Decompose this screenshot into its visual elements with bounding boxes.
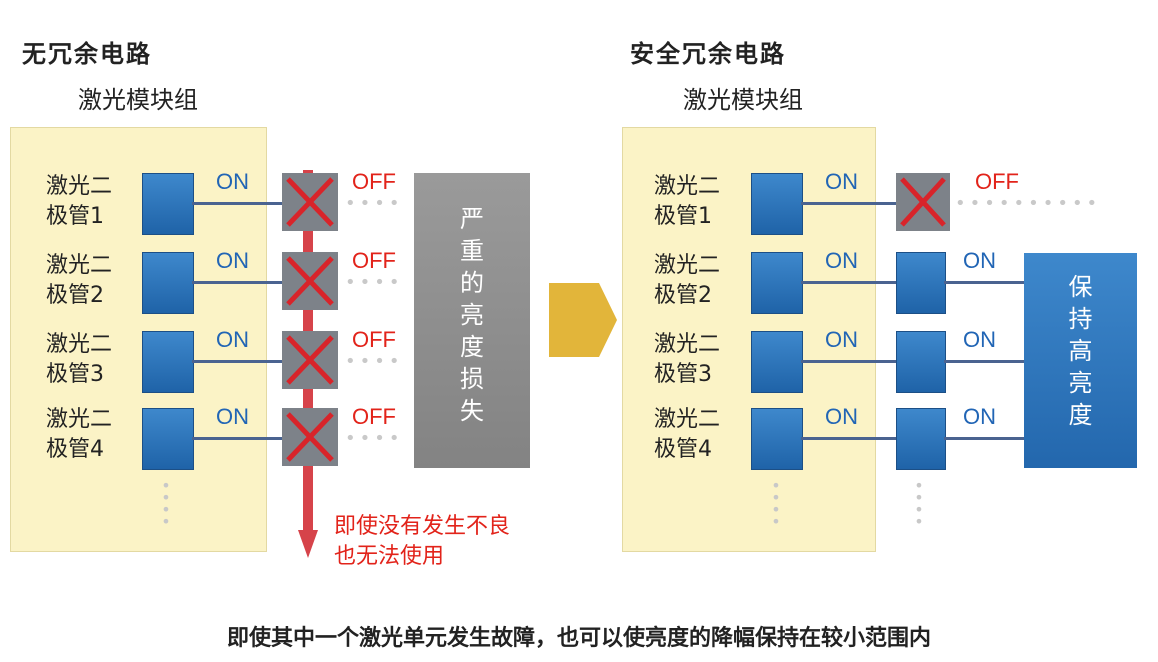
diode-label: 激光二 极管4 bbox=[654, 407, 721, 462]
failed-switch-icon bbox=[896, 173, 950, 231]
connection-line bbox=[192, 437, 284, 440]
connection-line bbox=[801, 437, 896, 440]
bypass-switch-block bbox=[896, 408, 946, 470]
on-label: ON bbox=[963, 327, 996, 352]
connection-line bbox=[801, 281, 896, 284]
laser-diode-block bbox=[142, 252, 194, 314]
more-diodes-dots: •••• bbox=[771, 476, 781, 531]
red-note-line2: 也无法使用 bbox=[334, 544, 445, 569]
diode-label: 激光二 极管1 bbox=[46, 174, 113, 229]
diode-label: 激光二 极管1 bbox=[654, 174, 721, 229]
bottom-caption: 即使其中一个激光单元发生故障，也可以使亮度的降幅保持在较小范围内 bbox=[226, 626, 931, 651]
right-module-label: 激光模块组 bbox=[683, 86, 803, 114]
diode-label: 激光二 极管4 bbox=[46, 407, 113, 462]
brightness-loss-text: 严重的亮度损失 bbox=[460, 205, 484, 425]
left-module-panel bbox=[10, 127, 267, 552]
laser-diode-block bbox=[142, 331, 194, 393]
laser-diode-block bbox=[751, 173, 803, 235]
bypass-switch-block bbox=[896, 252, 946, 314]
bypass-switch-block bbox=[896, 331, 946, 393]
red-note-line1: 即使没有发生不良 bbox=[334, 514, 511, 539]
failed-switch-icon bbox=[282, 173, 338, 231]
more-diodes-dots: •••• bbox=[161, 476, 171, 531]
on-label: ON bbox=[825, 169, 858, 194]
connection-line bbox=[801, 202, 896, 205]
right-title: 安全冗余电路 bbox=[630, 40, 786, 68]
on-label: ON bbox=[216, 404, 249, 429]
dotted-line: •••• bbox=[345, 272, 404, 293]
on-label: ON bbox=[216, 248, 249, 273]
on-label: ON bbox=[825, 327, 858, 352]
high-brightness-text: 保持高亮度 bbox=[1068, 273, 1093, 429]
on-label: ON bbox=[963, 248, 996, 273]
on-label: ON bbox=[216, 327, 249, 352]
dotted-line: •••••••••• bbox=[955, 193, 1102, 214]
more-switches-dots: •••• bbox=[914, 476, 924, 531]
dotted-line: •••• bbox=[345, 193, 404, 214]
dotted-line: •••• bbox=[345, 351, 404, 372]
connection-line bbox=[192, 202, 284, 205]
connection-line bbox=[801, 360, 896, 363]
on-label: ON bbox=[825, 248, 858, 273]
dotted-line: •••• bbox=[345, 428, 404, 449]
on-label: ON bbox=[963, 404, 996, 429]
off-label: OFF bbox=[352, 248, 396, 273]
failed-switch-icon bbox=[282, 408, 338, 466]
high-brightness-box: 保持高亮度 bbox=[1024, 253, 1137, 468]
brightness-loss-box: 严重的亮度损失 bbox=[414, 173, 530, 468]
left-module-label: 激光模块组 bbox=[78, 86, 198, 114]
off-label: OFF bbox=[352, 327, 396, 352]
transition-arrow-icon bbox=[549, 283, 617, 357]
diode-label: 激光二 极管2 bbox=[654, 253, 721, 308]
output-line bbox=[944, 437, 1024, 440]
output-line bbox=[944, 281, 1024, 284]
laser-diode-block bbox=[751, 408, 803, 470]
diode-label: 激光二 极管2 bbox=[46, 253, 113, 308]
failed-switch-icon bbox=[282, 331, 338, 389]
laser-diode-block bbox=[142, 408, 194, 470]
laser-diode-block bbox=[751, 331, 803, 393]
connection-line bbox=[192, 281, 284, 284]
off-label: OFF bbox=[975, 169, 1019, 194]
right-module-panel bbox=[622, 127, 876, 552]
left-title: 无冗余电路 bbox=[22, 40, 152, 68]
off-label: OFF bbox=[352, 169, 396, 194]
output-line bbox=[944, 360, 1024, 363]
failed-switch-icon bbox=[282, 252, 338, 310]
off-label: OFF bbox=[352, 404, 396, 429]
diode-label: 激光二 极管3 bbox=[46, 332, 113, 387]
laser-diode-block bbox=[142, 173, 194, 235]
laser-diode-block bbox=[751, 252, 803, 314]
on-label: ON bbox=[825, 404, 858, 429]
connection-line bbox=[192, 360, 284, 363]
on-label: ON bbox=[216, 169, 249, 194]
diode-label: 激光二 极管3 bbox=[654, 332, 721, 387]
